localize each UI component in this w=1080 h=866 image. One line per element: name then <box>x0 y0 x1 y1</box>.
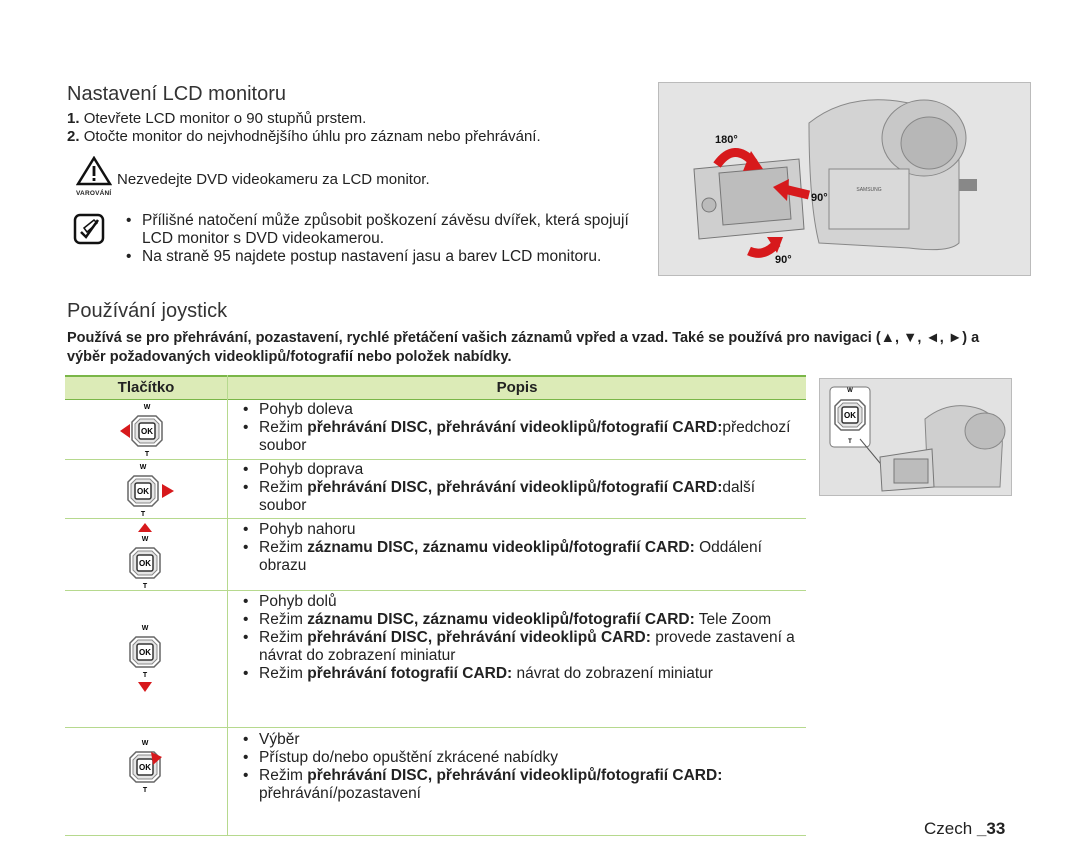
joystick-select-icon: W T OK <box>120 737 170 795</box>
row-1-description: Pohyb doleva Režim přehrávání DISC, přeh… <box>235 401 795 455</box>
svg-text:T: T <box>143 787 148 794</box>
warning-label: VAROVÁNÍ <box>76 190 112 197</box>
row-item: Pohyb doleva <box>235 401 795 419</box>
row-5-description: Výběr Přístup do/nebo opuštění zkrácené … <box>235 731 800 803</box>
footer-language: Czech <box>924 819 973 838</box>
page-number: _33 <box>976 819 1006 838</box>
section-title-joystick: Používání joystick <box>67 300 228 322</box>
section-title-lcd: Nastavení LCD monitoru <box>67 83 286 105</box>
svg-text:W: W <box>140 464 147 471</box>
note-list: Přílišné natočení může způsobit poškozen… <box>118 212 638 266</box>
row-item: Režim přehrávání DISC, přehrávání videok… <box>235 419 795 455</box>
row-item: Režim přehrávání DISC, přehrávání videok… <box>235 629 800 665</box>
svg-text:W: W <box>144 404 151 411</box>
row-item: Režim přehrávání DISC, přehrávání videok… <box>235 767 800 803</box>
svg-text:W: W <box>142 740 149 747</box>
joystick-right-icon: W T OK <box>118 461 178 519</box>
row-item: Režim přehrávání fotografií CARD: návrat… <box>235 665 800 683</box>
svg-text:OK: OK <box>137 487 149 496</box>
joystick-intro: Používá se pro přehrávání, pozastavení, … <box>67 330 980 365</box>
joystick-location-figure: W T OK <box>819 378 1012 496</box>
row-item: Režim záznamu DISC, záznamu videoklipů/f… <box>235 611 800 629</box>
row-2-description: Pohyb doprava Režim přehrávání DISC, pře… <box>235 461 795 515</box>
row-item: Přístup do/nebo opuštění zkrácené nabídk… <box>235 749 800 767</box>
svg-text:T: T <box>143 672 148 679</box>
svg-text:T: T <box>848 439 852 445</box>
warning-icon: VAROVÁNÍ <box>75 155 113 197</box>
svg-text:T: T <box>145 451 150 458</box>
svg-text:OK: OK <box>139 763 151 772</box>
svg-text:90°: 90° <box>775 254 792 266</box>
joystick-down-icon: W T OK <box>120 622 170 694</box>
svg-text:W: W <box>142 625 149 632</box>
svg-text:OK: OK <box>844 411 856 420</box>
svg-text:OK: OK <box>139 559 151 568</box>
svg-text:T: T <box>141 511 146 518</box>
row-4-description: Pohyb dolů Režim záznamu DISC, záznamu v… <box>235 593 800 683</box>
joystick-left-icon: W T OK <box>120 401 170 459</box>
row-3-description: Pohyb nahoru Režim záznamu DISC, záznamu… <box>235 521 800 575</box>
row-item: Pohyb nahoru <box>235 521 800 539</box>
note-item: Na straně 95 najdete postup nastavení ja… <box>118 248 638 266</box>
svg-text:T: T <box>143 583 148 590</box>
joystick-up-icon: W T OK <box>120 521 170 591</box>
svg-text:180°: 180° <box>715 134 738 146</box>
svg-text:OK: OK <box>139 648 151 657</box>
row-item: Režim přehrávání DISC, přehrávání videok… <box>235 479 795 515</box>
svg-text:W: W <box>847 388 853 394</box>
step-list: 1. Otevřete LCD monitor o 90 stupňů prst… <box>67 110 657 146</box>
svg-text:W: W <box>142 536 149 543</box>
row-item: Výběr <box>235 731 800 749</box>
row-item: Režim záznamu DISC, záznamu videoklipů/f… <box>235 539 800 575</box>
row-item: Pohyb dolů <box>235 593 800 611</box>
header-button: Tlačítko <box>117 379 175 396</box>
row-item: Pohyb doprava <box>235 461 795 479</box>
warning-text: Nezvedejte DVD videokameru za LCD monito… <box>117 171 430 188</box>
svg-text:90°: 90° <box>811 192 828 204</box>
step-1: 1. Otevřete LCD monitor o 90 stupňů prst… <box>67 110 367 127</box>
header-description: Popis <box>496 379 538 396</box>
page-footer: Czech _33 <box>924 819 1005 839</box>
lcd-rotation-figure: SAMSUNG 180° 90° 90° <box>658 82 1031 276</box>
note-icon <box>72 212 106 246</box>
step-2: 2. Otočte monitor do nejvhodnějšího úhlu… <box>67 128 541 145</box>
note-item: Přílišné natočení může způsobit poškozen… <box>118 212 638 248</box>
brand-text: SAMSUNG <box>856 187 881 193</box>
table-header: Tlačítko Popis <box>65 375 806 400</box>
svg-text:OK: OK <box>141 427 153 436</box>
